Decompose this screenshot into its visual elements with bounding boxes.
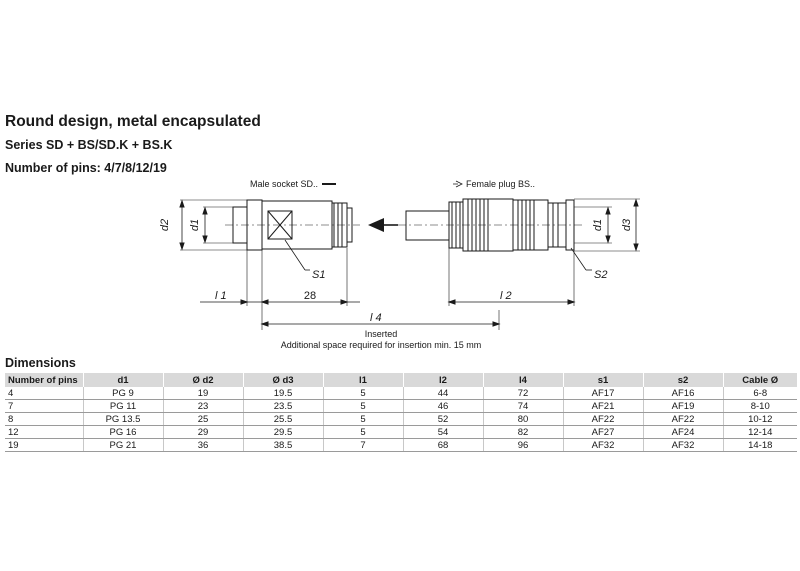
table-cell: 7 — [323, 438, 404, 452]
table-cell: 29 — [163, 425, 244, 439]
table-cell: AF16 — [643, 387, 724, 400]
l4-label: l 4 — [370, 312, 382, 324]
insert-arrow — [368, 218, 384, 232]
table-cell: AF17 — [563, 387, 644, 400]
female-pin-insert — [405, 210, 450, 241]
header-cell: l4 — [483, 373, 564, 387]
table-cell: 5 — [323, 387, 404, 400]
table-cell: AF24 — [643, 425, 724, 439]
header-cell: Ø d3 — [243, 373, 324, 387]
l2-label: l 2 — [500, 290, 512, 302]
s1-label: S1 — [312, 269, 325, 281]
d3-label: d3 — [621, 218, 633, 231]
table-cell: 82 — [483, 425, 564, 439]
table-cell: 10-12 — [723, 412, 797, 426]
table-cell: AF19 — [643, 399, 724, 413]
dimensions-table: Number of pins d1 Ø d2 Ø d3 l1 l2 l4 s1 … — [5, 373, 797, 452]
table-cell: 5 — [323, 425, 404, 439]
table-cell: 36 — [163, 438, 244, 452]
header-cell: Ø d2 — [163, 373, 244, 387]
table-cell: 29.5 — [243, 425, 324, 439]
table-cell: AF32 — [643, 438, 724, 452]
header-cell: s2 — [643, 373, 724, 387]
table-cell: AF22 — [563, 412, 644, 426]
table-cell: 5 — [323, 412, 404, 426]
table-row: 7 PG 11 23 23.5 5 46 74 AF21 AF19 8-10 — [5, 399, 797, 413]
table-cell: PG 11 — [83, 399, 164, 413]
header-cell: l2 — [403, 373, 484, 387]
table-row: 19 PG 21 36 38.5 7 68 96 AF32 AF32 14-18 — [5, 438, 797, 452]
table-cell: 23 — [163, 399, 244, 413]
table-row: 4 PG 9 19 19.5 5 44 72 AF17 AF16 6-8 — [5, 387, 797, 400]
table-cell: 54 — [403, 425, 484, 439]
header-cell: Number of pins — [5, 373, 84, 387]
d1-female-label: d1 — [592, 219, 604, 231]
table-cell: 19 — [163, 387, 244, 400]
header-cell: Cable Ø — [723, 373, 797, 387]
table-header-row: Number of pins d1 Ø d2 Ø d3 l1 l2 l4 s1 … — [5, 373, 797, 387]
connector-drawing: Male socket SD.. Female plug BS.. d2 d1 … — [159, 179, 640, 350]
dimensions-heading: Dimensions — [5, 356, 76, 370]
table-row: 8 PG 13.5 25 25.5 5 52 80 AF22 AF22 10-1… — [5, 412, 797, 426]
d2-label: d2 — [159, 219, 171, 231]
d1-label: d1 — [189, 219, 201, 231]
table-cell: PG 13.5 — [83, 412, 164, 426]
table-cell: 44 — [403, 387, 484, 400]
table-cell: AF21 — [563, 399, 644, 413]
table-cell: 25.5 — [243, 412, 324, 426]
table-cell: PG 21 — [83, 438, 164, 452]
table-cell: AF22 — [643, 412, 724, 426]
table-cell: PG 16 — [83, 425, 164, 439]
table-cell: 52 — [403, 412, 484, 426]
table-cell: 96 — [483, 438, 564, 452]
male-socket-label: Male socket SD.. — [250, 179, 318, 189]
table-cell: 4 — [5, 387, 84, 400]
table-cell: 8-10 — [723, 399, 797, 413]
header-cell: d1 — [83, 373, 164, 387]
table-cell: 7 — [5, 399, 84, 413]
l1-label: l 1 — [215, 290, 227, 302]
table-cell: 5 — [323, 399, 404, 413]
inserted-label: Inserted — [365, 329, 398, 339]
header-cell: s1 — [563, 373, 644, 387]
length-28-label: 28 — [304, 290, 316, 302]
table-cell: AF27 — [563, 425, 644, 439]
table-cell: 46 — [403, 399, 484, 413]
table-cell: 25 — [163, 412, 244, 426]
header-cell: l1 — [323, 373, 404, 387]
table-cell: 12 — [5, 425, 84, 439]
table-cell: 19 — [5, 438, 84, 452]
table-cell: 19.5 — [243, 387, 324, 400]
female-plug-label: Female plug BS.. — [466, 179, 535, 189]
table-cell: 74 — [483, 399, 564, 413]
table-cell: 68 — [403, 438, 484, 452]
table-cell: 38.5 — [243, 438, 324, 452]
table-cell: 12-14 — [723, 425, 797, 439]
additional-space-note: Additional space required for insertion … — [281, 340, 482, 350]
table-row: 12 PG 16 29 29.5 5 54 82 AF27 AF24 12-14 — [5, 425, 797, 439]
table-cell: 80 — [483, 412, 564, 426]
table-cell: 8 — [5, 412, 84, 426]
s2-label: S2 — [594, 269, 607, 281]
table-cell: 14-18 — [723, 438, 797, 452]
table-cell: 23.5 — [243, 399, 324, 413]
series-subtitle: Series SD + BS/SD.K + BS.K — [5, 138, 173, 152]
table-cell: 6-8 — [723, 387, 797, 400]
pins-subtitle: Number of pins: 4/7/8/12/19 — [5, 161, 167, 175]
table-cell: AF32 — [563, 438, 644, 452]
table-cell: PG 9 — [83, 387, 164, 400]
table-cell: 72 — [483, 387, 564, 400]
page-title: Round design, metal encapsulated — [5, 113, 261, 130]
